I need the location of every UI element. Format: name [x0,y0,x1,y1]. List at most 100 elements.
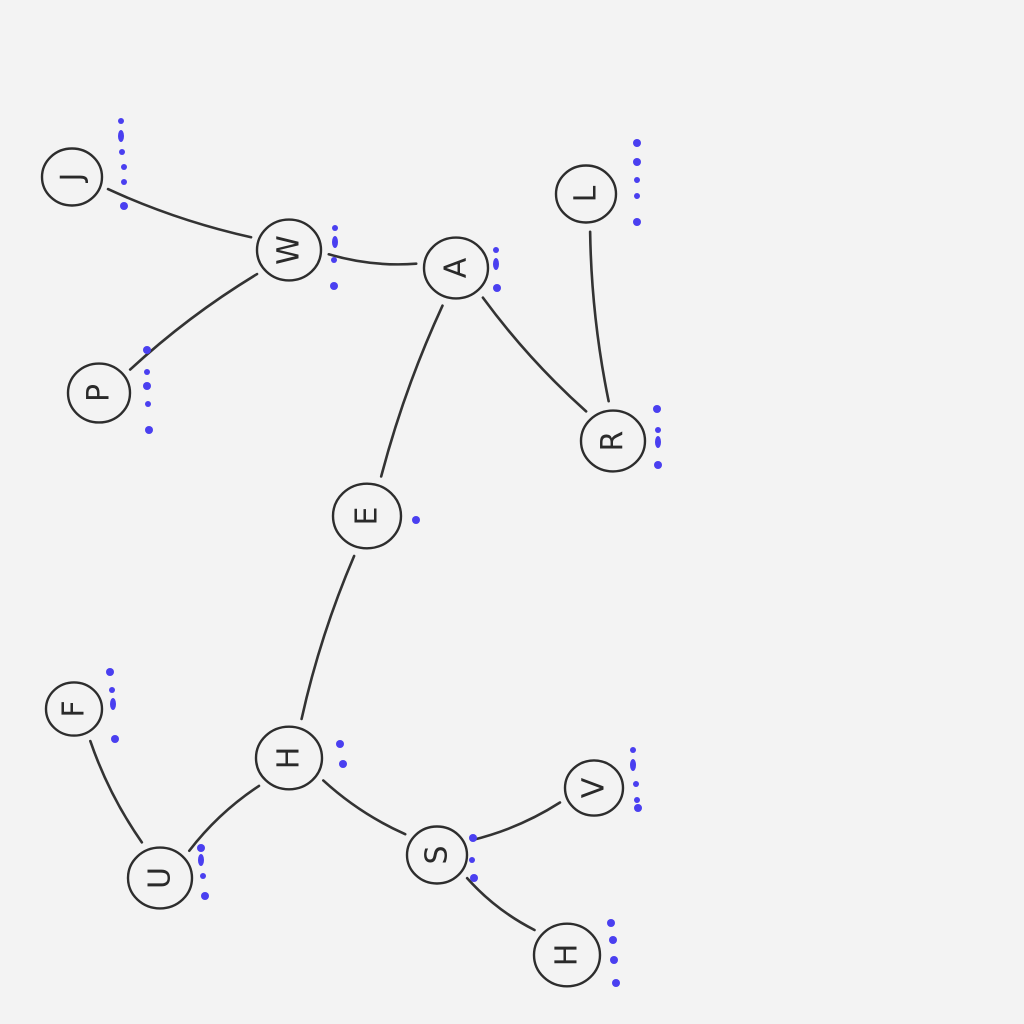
node-A-circle [422,236,490,300]
node-P-mark-2 [143,382,151,390]
node-H2-mark-0 [607,919,615,927]
node-R-mark-2 [655,436,661,448]
node-R-circle [579,409,647,473]
edge-A-E [379,304,444,478]
node-L-mark-2 [634,177,640,183]
node-W-circle [255,218,323,282]
node-V-circle [563,759,625,817]
node-R: R [579,405,662,473]
node-U-mark-0 [197,844,205,852]
node-E-label: E [350,507,385,526]
edge-W-A [327,252,418,266]
node-V-mark-3 [634,797,640,803]
node-P-mark-0 [143,346,151,354]
node-L-circle [554,164,618,224]
edge-J-W [106,187,253,239]
node-J: J [40,118,128,210]
edge-W-P [128,272,259,371]
node-A-mark-0 [493,247,499,253]
node-S-circle [405,825,469,885]
node-H1-mark-1 [339,760,347,768]
node-J-mark-0 [118,118,124,124]
node-J-mark-2 [119,149,125,155]
node-E: E [331,482,420,550]
node-A-mark-2 [493,284,501,292]
edge-F-U [89,739,144,844]
node-H1-label: H [272,747,307,770]
node-H1-circle [254,725,324,791]
node-S-label: S [420,845,455,864]
node-L-mark-3 [634,193,640,199]
node-H2-circle [532,922,602,988]
node-F-mark-0 [106,668,114,676]
node-V-mark-1 [630,759,636,771]
node-L-mark-1 [633,158,641,166]
node-F-circle [44,681,104,737]
node-V-mark-2 [633,781,639,787]
node-S-mark-2 [470,874,478,882]
node-J-circle [40,147,104,207]
node-U-mark-3 [201,892,209,900]
edge-S-V [470,801,562,842]
node-S-mark-1 [469,857,475,863]
edge-A-R [481,296,588,413]
node-A-label: A [439,257,474,278]
node-V-label: V [577,777,612,798]
node-U: U [126,844,209,910]
node-P-mark-1 [144,369,150,375]
node-W-label: W [272,235,307,265]
node-V: V [563,747,642,817]
edge-H1-U [187,784,261,853]
node-L-mark-0 [633,139,641,147]
node-E-circle [331,482,403,550]
node-L-mark-4 [633,218,641,226]
node-P-label: P [82,384,117,402]
node-R-label: R [596,431,631,452]
node-J-mark-3 [121,164,127,170]
node-J-mark-5 [120,202,128,210]
node-W: W [255,218,338,290]
node-L-label: L [569,185,604,202]
node-V-mark-4 [634,804,642,812]
node-W-mark-2 [331,257,337,263]
node-W-mark-3 [330,282,338,290]
node-V-mark-0 [630,747,636,753]
node-S: S [405,825,478,885]
node-R-mark-3 [654,461,662,469]
node-H2: H [532,919,620,988]
node-H2-label: H [550,944,585,967]
node-F-mark-2 [110,698,116,710]
node-J-mark-4 [121,179,127,185]
node-J-label: J [55,173,90,184]
node-R-mark-1 [655,427,661,433]
edge-S-H2 [465,876,536,932]
node-S-mark-0 [469,834,477,842]
edge-E-H1 [300,554,356,721]
node-H1-mark-0 [336,740,344,748]
node-L: L [554,139,641,226]
node-R-mark-0 [653,405,661,413]
node-W-mark-1 [332,236,338,248]
node-P: P [66,346,153,434]
node-F-mark-1 [109,687,115,693]
node-F-mark-3 [111,735,119,743]
node-P-mark-4 [145,426,153,434]
node-P-mark-3 [145,401,151,407]
node-U-mark-2 [200,873,206,879]
edge-H1-S [321,779,407,836]
node-W-mark-0 [332,225,338,231]
node-layer: J W A L P R E F H V S U H [40,118,662,988]
node-P-circle [66,362,132,424]
node-F: F [44,668,119,743]
node-J-mark-1 [118,130,124,142]
node-H2-mark-2 [610,956,618,964]
node-U-mark-1 [198,854,204,866]
node-U-label: U [143,867,178,889]
edge-L-R [588,230,610,403]
node-F-label: F [57,700,92,717]
edge-layer [89,187,610,932]
node-E-mark-0 [412,516,420,524]
node-A: A [422,236,501,300]
